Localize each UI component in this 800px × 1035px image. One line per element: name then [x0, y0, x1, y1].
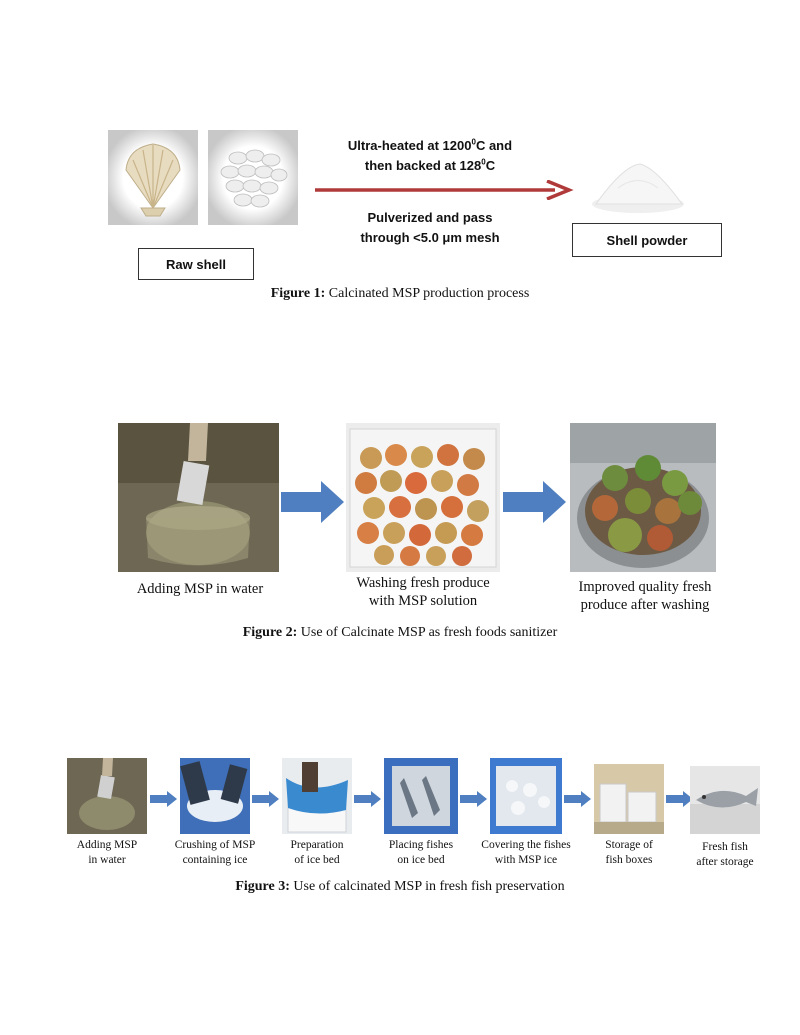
fig2-step-label-2: Washing fresh produce with MSP solution [356, 575, 490, 610]
shell-powder-image [588, 158, 688, 216]
fig3-step-label-2: Crushing of MSP containing ice [174, 839, 256, 866]
adding-msp-photo [118, 423, 279, 572]
fig2-arrow-2 [503, 481, 567, 523]
process-arrow [315, 179, 575, 201]
fig3-step-label-1: Adding MSP in water [76, 839, 138, 866]
fig3-arrow-4 [460, 791, 488, 807]
fig3-photo-1 [67, 758, 147, 834]
fig3-step-label-4: Placing fishes on ice bed [388, 839, 454, 866]
process-text-bottom: Pulverized and pass through <5.0 μm mesh [360, 210, 500, 245]
figure-1-caption: Figure 1: Calcinated MSP production proc… [270, 286, 530, 301]
raw-shell-label: Raw shell [138, 248, 254, 280]
improved-produce-photo [570, 423, 716, 572]
process-text-top: Ultra-heated at 12000C and then backed a… [347, 137, 513, 173]
fig3-arrow-2 [252, 791, 280, 807]
fig3-photo-3 [282, 758, 352, 834]
raw-shell-image [108, 130, 198, 225]
fig3-step-label-6: Storage of fish boxes [605, 839, 653, 866]
fig3-photo-7 [690, 766, 760, 834]
fig3-arrow-5 [564, 791, 592, 807]
shell-powder-label: Shell powder [572, 223, 722, 257]
fig3-step-label-5: Covering the fishes with MSP ice [481, 839, 571, 866]
fig3-arrow-1 [150, 791, 178, 807]
fig3-photo-6 [594, 764, 664, 834]
fig3-step-label-3: Preparation of ice bed [290, 839, 344, 866]
washing-produce-photo [346, 423, 500, 572]
stacked-shells-image [208, 130, 298, 225]
fig3-photo-2 [180, 758, 250, 834]
figure-2-caption: Figure 2: Use of Calcinate MSP as fresh … [242, 625, 558, 640]
fig3-arrow-3 [354, 791, 382, 807]
fig2-arrow-1 [281, 481, 345, 523]
fig2-step-label-3: Improved quality fresh produce after was… [578, 579, 712, 614]
figure-3-caption: Figure 3: Use of calcinated MSP in fresh… [235, 879, 565, 894]
fig2-step-label-1: Adding MSP in water [136, 581, 264, 597]
fig3-photo-4 [384, 758, 458, 834]
fig3-step-label-7: Fresh fish after storage [696, 841, 754, 868]
fig3-photo-5 [490, 758, 562, 834]
fig3-arrow-6 [666, 791, 694, 807]
